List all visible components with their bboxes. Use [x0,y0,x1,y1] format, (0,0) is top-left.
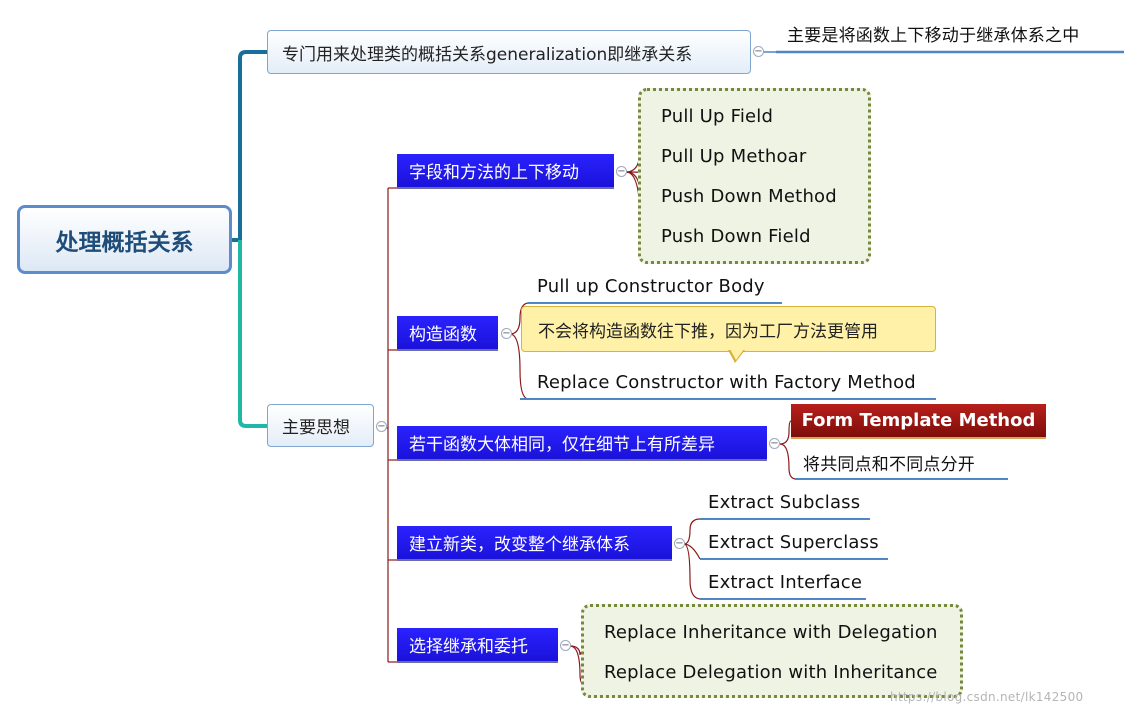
subtopic-similar-functions[interactable]: 若干函数大体相同，仅在细节上有所差异 [397,426,767,459]
collapse-icon[interactable]: − [753,46,764,57]
subtopic-label: 字段和方法的上下移动 [409,163,579,183]
topic-generalization[interactable]: 专门用来处理类的概括关系generalization即继承关系 [267,30,751,74]
callout-label: 不会将构造函数往下推，因为工厂方法更管用 [538,321,878,342]
root-topic[interactable]: 处理概括关系 [17,205,232,274]
topic-main-idea-label: 主要思想 [282,418,350,438]
leaf-form-template-method[interactable]: Form Template Method [791,404,1046,439]
leaf-pull-up-constructor-body[interactable]: Pull up Constructor Body [537,275,765,297]
trunk-line [238,240,267,428]
topic-generalization-label: 专门用来处理类的概括关系generalization即继承关系 [282,44,693,65]
leaf-separate-common-parts[interactable]: 将共同点和不同点分开 [803,454,975,475]
subtopic-label: 建立新类，改变整个继承体系 [409,535,630,555]
leaf-pull-up-method[interactable]: Pull Up Methoar [661,145,807,167]
root-topic-label: 处理概括关系 [55,229,194,256]
subtopic-label: 选择继承和委托 [409,637,528,657]
leaf-replace-delegation[interactable]: Replace Delegation with Inheritance [604,661,938,683]
trunk-line [232,50,267,242]
leaf-extract-interface[interactable]: Extract Interface [708,571,863,593]
collapse-icon[interactable]: − [560,640,571,651]
note-generalization-label: 主要是将函数上下移动于继承体系之中 [787,25,1080,46]
callout-note[interactable]: 不会将构造函数往下推，因为工厂方法更管用 [521,306,936,352]
collapse-icon[interactable]: − [674,538,685,549]
leaf-replace-constructor[interactable]: Replace Constructor with Factory Method [537,371,916,393]
leaf-pull-up-field[interactable]: Pull Up Field [661,105,774,127]
callout-pointer-fill [730,349,744,360]
collapse-icon[interactable]: − [769,438,780,449]
subtopic-label: 若干函数大体相同，仅在细节上有所差异 [409,435,715,455]
leaf-push-down-method[interactable]: Push Down Method [661,185,837,207]
topic-main-idea[interactable]: 主要思想 [267,404,374,447]
boundary-group [581,604,963,698]
subtopic-move-members[interactable]: 字段和方法的上下移动 [397,154,614,187]
collapse-icon[interactable]: − [616,166,627,177]
subtopic-constructor[interactable]: 构造函数 [397,316,498,349]
leaf-replace-inheritance[interactable]: Replace Inheritance with Delegation [604,621,938,643]
leaf-extract-superclass[interactable]: Extract Superclass [708,531,879,553]
subtopic-new-class[interactable]: 建立新类，改变整个继承体系 [397,526,672,559]
subtopic-label: 构造函数 [409,325,477,345]
leaf-push-down-field[interactable]: Push Down Field [661,225,811,247]
collapse-icon[interactable]: − [376,421,387,432]
subtopic-inherit-or-delegate[interactable]: 选择继承和委托 [397,628,558,661]
watermark-text: https://blog.csdn.net/lk142500 [890,690,1084,704]
boundary-group [638,88,871,264]
note-generalization[interactable]: 主要是将函数上下移动于继承体系之中 [787,18,1079,48]
collapse-icon[interactable]: − [501,328,512,339]
leaf-extract-subclass[interactable]: Extract Subclass [708,491,861,513]
